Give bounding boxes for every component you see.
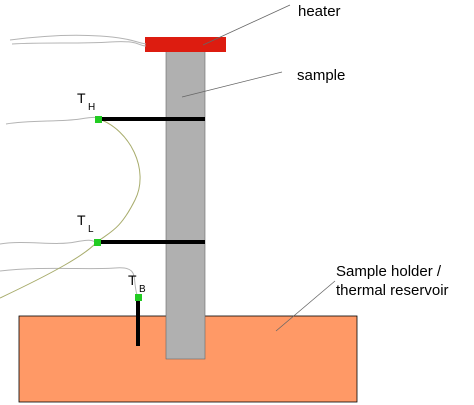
thermocouple-wire-gray [0,267,138,296]
sample-column [165,49,206,360]
th-label-letter: T [77,90,86,106]
heater-wire [9,34,147,45]
holder-label-line2: thermal reservoir [336,282,449,299]
tl-label-subscript: L [88,224,94,235]
sample-leader-line [181,71,283,98]
tb-label-letter: T [128,272,137,288]
heater-label: heater [298,3,341,20]
junction-dot-th [95,116,102,123]
heater-leader-line [202,4,291,46]
heater-wire [11,41,147,47]
th-label-subscript: H [88,102,95,113]
thermocouple-wire-gray [0,239,98,245]
tl-label-letter: T [77,212,86,228]
thermocouple-wire-gray [5,116,99,125]
holder-label-line1: Sample holder / [336,263,442,280]
holder-leader-line [275,280,336,332]
heater-block [145,37,226,52]
thermocouple-wire-olive [0,241,98,299]
junction-dot-tl [94,239,101,246]
thermocouple-wire-olive [96,118,141,243]
sample-label: sample [297,67,345,84]
tb-label-subscript: B [139,284,146,295]
junction-dot-tb [135,294,142,301]
